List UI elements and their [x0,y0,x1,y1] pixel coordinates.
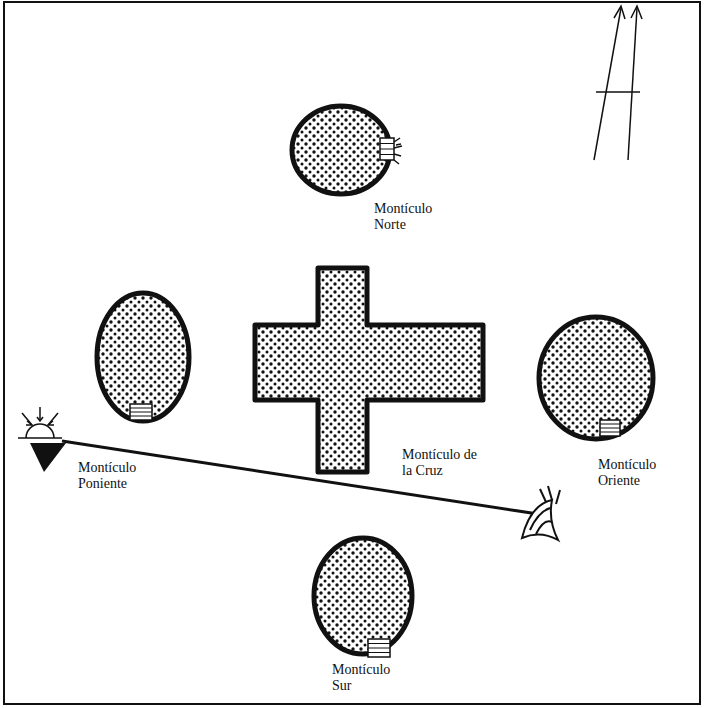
sun-ray [48,413,58,425]
north-tick [596,91,640,93]
eyelash [548,486,552,500]
stairway [380,138,394,160]
stair-step [380,154,394,155]
sight-line [62,441,538,514]
stair-ramp [394,138,402,164]
stair-block [380,138,394,160]
mound: Montículo Norte [288,102,394,198]
mound: Montículo Sur [311,535,415,657]
stair-step [600,428,620,429]
arrow-head [614,6,625,19]
eyelash [556,490,560,504]
stair-step [600,432,620,433]
sun-half [26,424,54,438]
stair-step [130,416,152,417]
horizon [18,437,62,439]
mound-body [539,317,653,439]
ray-head [48,421,54,425]
eye-outline [522,500,558,540]
frame [4,2,700,704]
ray-head [26,421,32,425]
stairway [600,420,620,436]
stair-step [380,143,394,144]
observer-eye [522,486,560,540]
north-line [594,8,621,160]
arrow-head [631,6,642,19]
sight-arrowhead [30,443,66,472]
mound-outline [253,266,485,474]
stair-block [130,404,152,420]
mound: Montículo Oriente [535,313,657,443]
mound: Montículo Poniente [93,288,193,426]
north-arrow [594,6,642,160]
stair-step [130,412,152,413]
sun-ray [22,413,32,425]
stair-step [368,648,390,649]
mound-label: Montículo Oriente [596,457,674,489]
mound-label: Montículo Norte [372,201,450,233]
stair-step [600,424,620,425]
stairway [368,639,390,657]
sight-line [30,441,538,514]
stair-step [368,652,390,653]
mound: Montículo de la Cruz [253,266,485,474]
mound-label: Montículo Poniente [76,460,154,492]
stair-step [130,408,152,409]
stair-block [368,639,390,657]
mound-label: Montículo Sur [330,662,408,694]
mound-body [97,293,189,421]
cross-mound-body [255,268,483,472]
mound-outline [311,535,415,657]
sunset-symbol [18,407,62,438]
ray-head [37,417,43,421]
mound-outline [93,288,193,426]
stair-block [600,420,620,436]
mound-outline [288,102,394,198]
mound-outline [535,313,657,443]
mound-body [292,106,390,194]
mound-label: Montículo de la Cruz [400,447,484,479]
sun-ray [39,407,41,421]
stairway [130,404,152,420]
mound-body [314,538,412,654]
stair-step [368,643,390,644]
eyelash [540,489,546,502]
eye-line [536,521,552,534]
north-line [628,8,637,160]
stair-step [380,149,394,150]
